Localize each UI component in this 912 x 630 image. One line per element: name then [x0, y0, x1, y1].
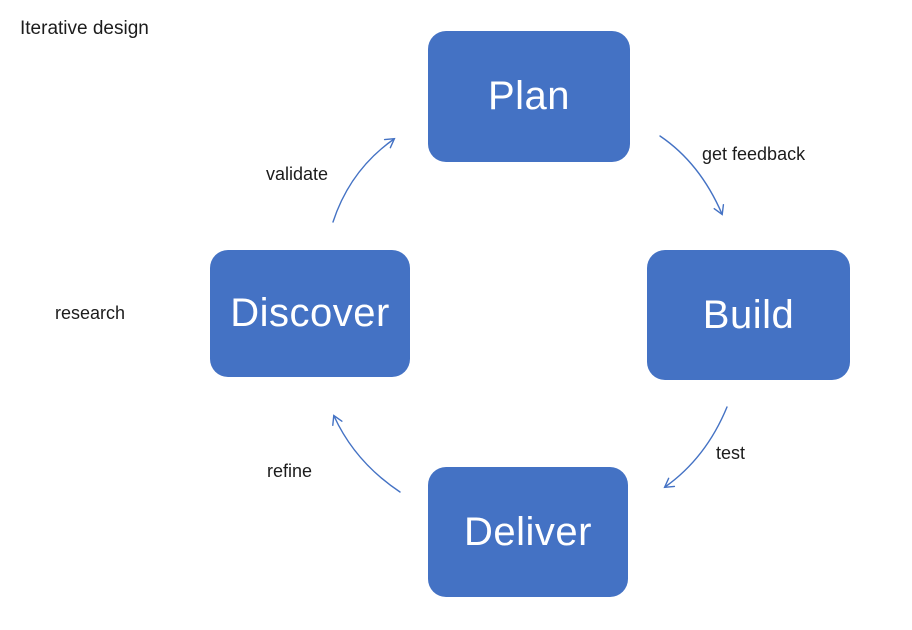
node-plan: Plan — [428, 31, 630, 162]
edge-label-research: research — [55, 303, 126, 323]
node-discover: Discover — [210, 250, 410, 377]
node-build: Build — [647, 250, 850, 380]
edge-label-test: test — [716, 443, 746, 463]
edge-label-validate: validate — [266, 164, 329, 184]
arrow-refine-icon — [332, 414, 401, 493]
diagram-title: Iterative design — [20, 18, 149, 39]
node-discover-label: Discover — [230, 291, 390, 335]
node-deliver-label: Deliver — [464, 509, 592, 554]
arrow-validate-icon — [332, 137, 396, 223]
edge-label-refine: refine — [267, 461, 313, 481]
node-deliver: Deliver — [428, 467, 628, 597]
node-plan-label: Plan — [487, 74, 571, 118]
node-build-label: Build — [702, 292, 795, 337]
edge-label-get-feedback: get feedback — [702, 144, 806, 164]
